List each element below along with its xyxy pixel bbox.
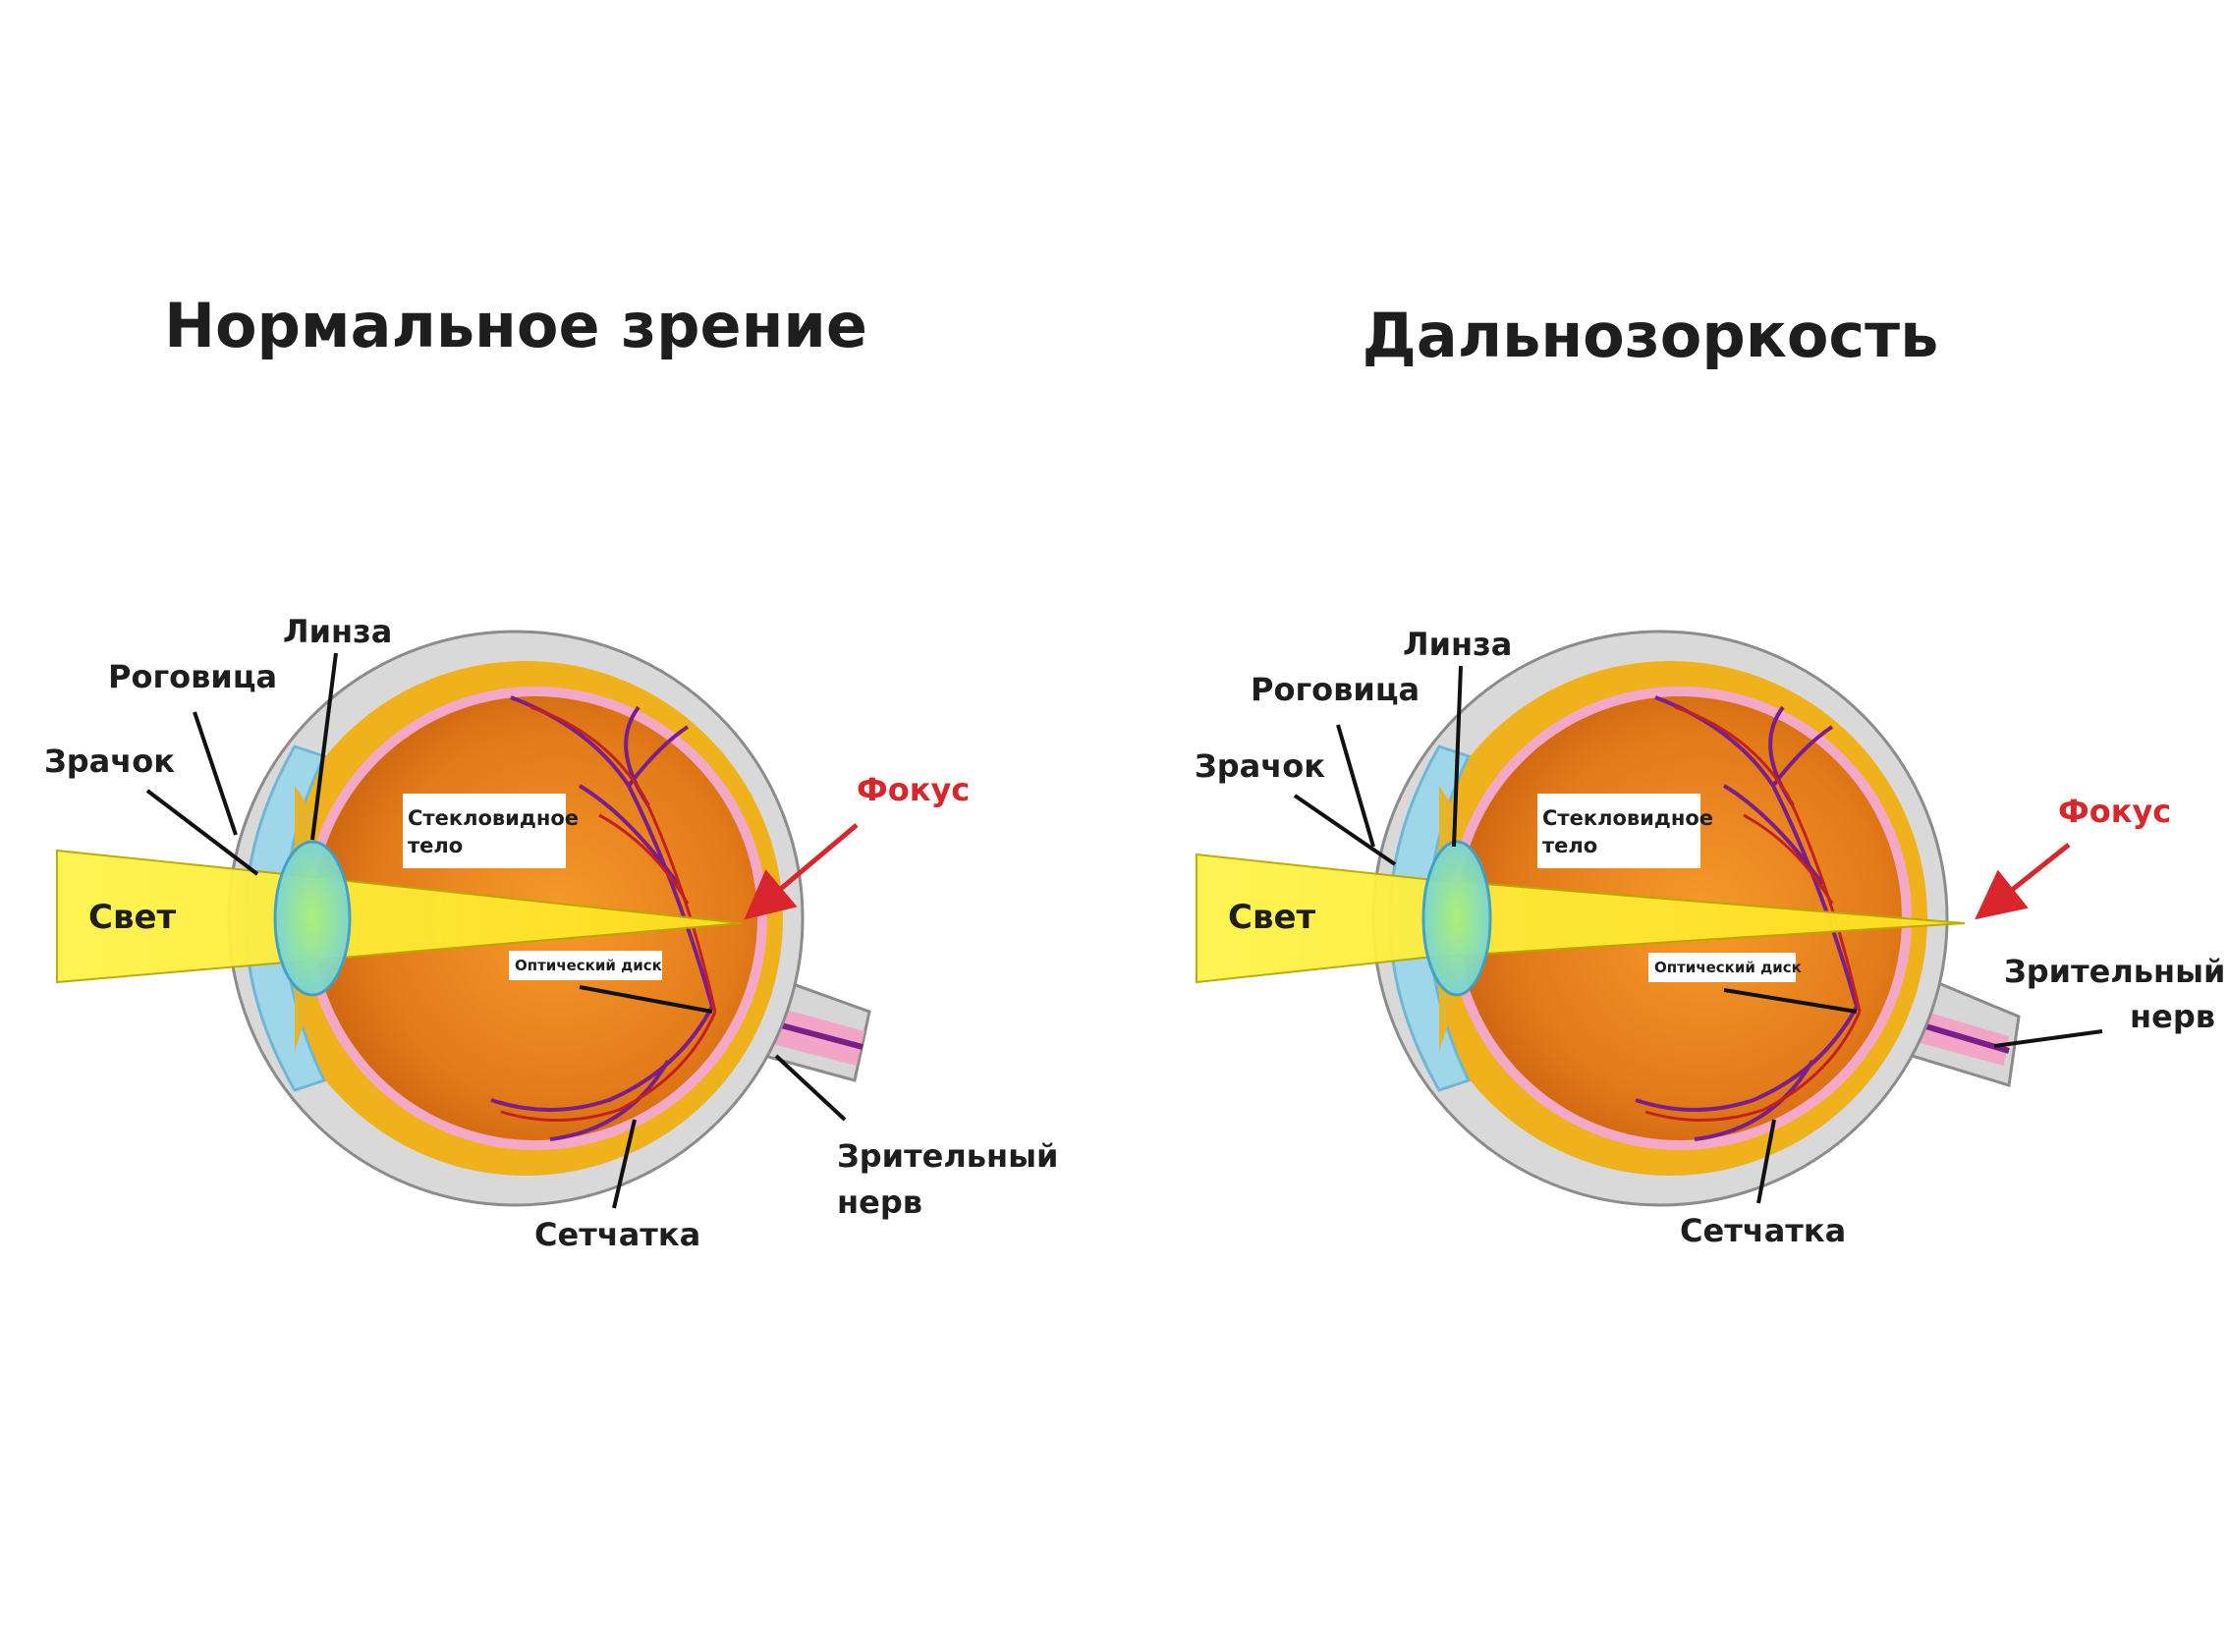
vitreous-label-line2: тело (408, 834, 463, 857)
cornea-label: Роговица (1251, 671, 1420, 708)
panel-hyperopia: Дальнозоркость (1195, 300, 2225, 1249)
optic-disc-label: Оптический диск (1654, 959, 1802, 976)
focus-arrow (744, 823, 859, 920)
cornea-label: Роговица (108, 658, 277, 695)
optic-disc-label-box (1648, 953, 1796, 982)
blood-vessels-red (500, 705, 717, 1122)
vitreous-label-box (403, 794, 566, 868)
panel-title: Дальнозоркость (1363, 300, 1939, 371)
vitreous-label-line1: Стекловидное (1542, 806, 1713, 830)
panel-normal: Нормальное зрение (44, 290, 1058, 1253)
optic-nerve-label-line2: нерв (837, 1184, 922, 1221)
focus-label: Фокус (857, 771, 970, 808)
optic-nerve-label-line1: Зрительный (2004, 953, 2225, 990)
lens (273, 840, 352, 997)
pupil-label: Зрачок (1195, 747, 1325, 785)
lens-label: Линза (1403, 626, 1512, 663)
vitreous-label-line1: Стекловидное (408, 806, 579, 830)
blood-vessels (1635, 695, 1859, 1141)
panel-title: Нормальное зрение (164, 290, 867, 361)
optic-disc-label-box (509, 951, 662, 980)
lens-label: Линза (283, 613, 392, 650)
leader-lines (145, 652, 847, 1209)
leader-lines (1293, 665, 2103, 1204)
focus-arrow (1975, 843, 2071, 920)
optic-disc-label: Оптический диск (515, 957, 662, 974)
light-beam (1196, 853, 1966, 984)
pupil-label: Зрачок (44, 743, 175, 780)
focus-label: Фокус (2058, 793, 2171, 830)
blood-vessels (490, 695, 714, 1141)
vitreous-label-line2: тело (1542, 834, 1597, 857)
vitreous-label-box (1537, 794, 1700, 868)
retina-label: Сетчатка (1680, 1212, 1846, 1249)
light-label: Свет (1228, 898, 1316, 937)
retina-label: Сетчатка (534, 1216, 700, 1253)
lens (1421, 840, 1492, 997)
light-label: Свет (88, 898, 177, 937)
optic-nerve-label-line1: Зрительный (837, 1137, 1058, 1175)
light-beam (56, 849, 743, 984)
blood-vessels-red (1644, 705, 1862, 1122)
optic-nerve-label-line2: нерв (2130, 998, 2215, 1035)
